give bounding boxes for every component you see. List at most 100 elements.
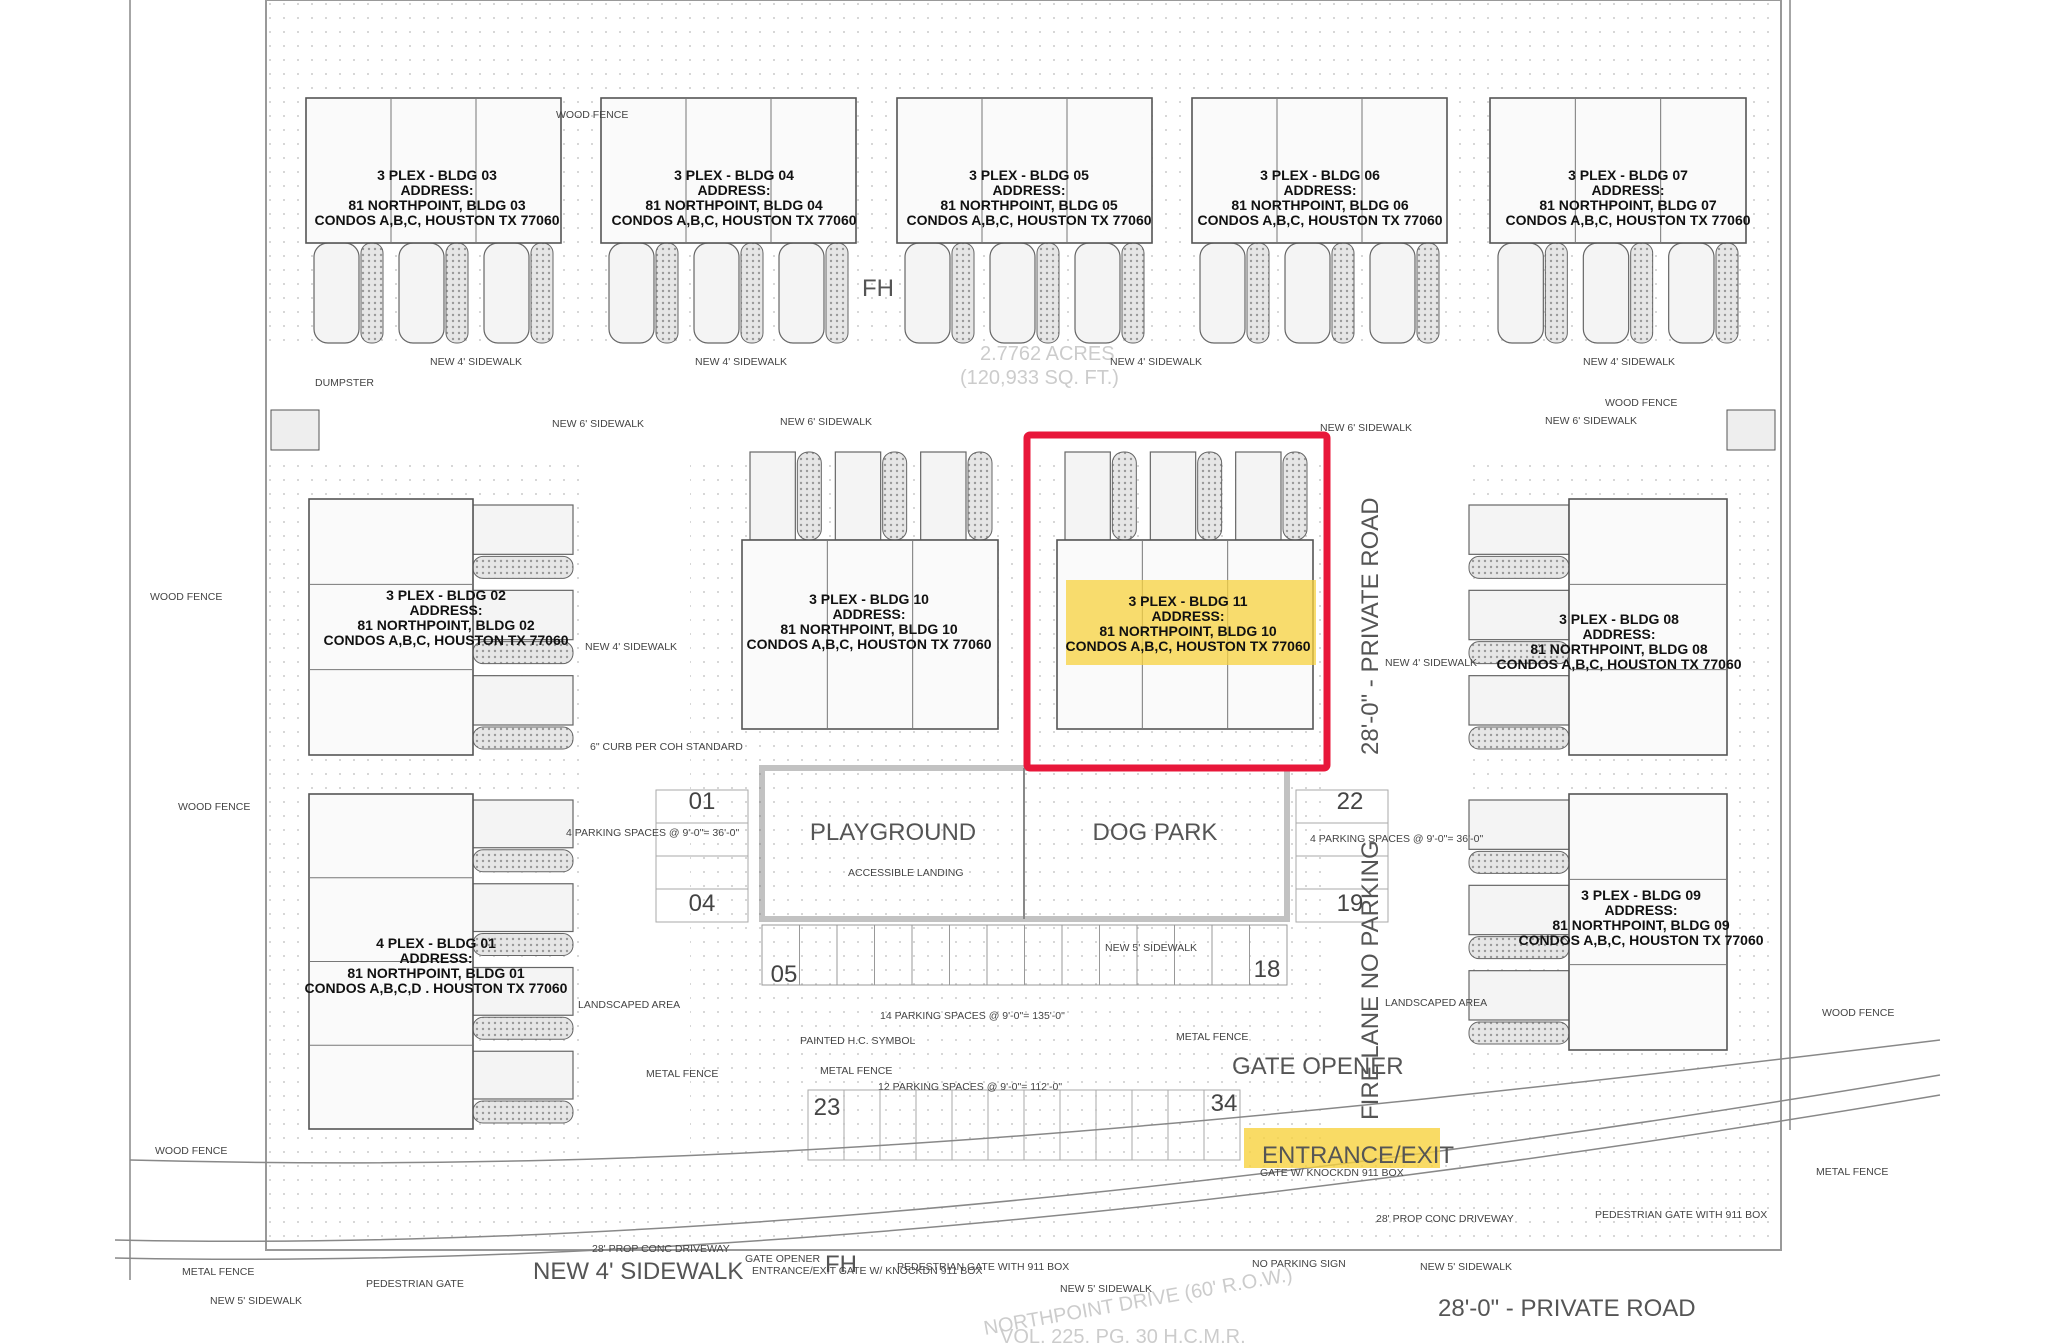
west-drive-aisle xyxy=(580,454,690,1154)
building-label-address-label: ADDRESS: xyxy=(832,606,905,622)
plan-notes: WOOD FENCE NEW 4' SIDEWALK NEW 4' SIDEWALK… xyxy=(150,109,1894,1307)
plan-note: WOOD FENCE xyxy=(1605,397,1677,409)
plan-note: NEW 4' SIDEWALK xyxy=(430,356,522,368)
plan-note: NEW 6' SIDEWALK xyxy=(780,416,872,428)
plan-note: GATE OPENER xyxy=(745,1253,820,1265)
selected-building-box[interactable] xyxy=(1023,431,1331,772)
plan-note: 28' PROP CONC DRIVEWAY xyxy=(1376,1213,1514,1225)
bldg11-highlight xyxy=(1066,580,1316,665)
road-curb xyxy=(114,1094,1941,1261)
entrance-highlight xyxy=(1244,1128,1440,1168)
plan-note: 12 PARKING SPACES @ 9'-0"= 112'-0" xyxy=(878,1081,1062,1093)
fire-lane-label: FIRE LANE NO PARKING xyxy=(1357,840,1384,1120)
parking-number: 01 xyxy=(689,788,716,815)
walkway xyxy=(1331,242,1355,344)
north-drive-aisle xyxy=(268,344,1778,454)
building-label-title: 3 PLEX - BLDG 05 xyxy=(969,167,1089,183)
driveway xyxy=(834,451,882,541)
driveway xyxy=(778,242,825,344)
plan-note: NEW 6' SIDEWALK xyxy=(1545,415,1637,427)
building-label-title: 3 PLEX - BLDG 02 xyxy=(386,587,506,603)
walkway xyxy=(530,242,554,344)
building-footprint[interactable] xyxy=(896,97,1153,244)
driveway xyxy=(1468,799,1570,850)
parking-stall xyxy=(1295,888,1389,923)
plan-note: PEDESTRIAN GATE WITH 911 BOX xyxy=(1595,1209,1767,1221)
walkway xyxy=(796,451,822,541)
plan-note: 28' PROP CONC DRIVEWAY xyxy=(592,1243,730,1255)
building-footprint[interactable] xyxy=(600,97,857,244)
building-label-address-label: ADDRESS: xyxy=(1604,902,1677,918)
building-label-address-label: ADDRESS: xyxy=(992,182,1065,198)
driveway xyxy=(472,799,574,849)
driveway xyxy=(1468,884,1570,936)
dumpster-pad xyxy=(270,409,320,451)
driveway xyxy=(1149,451,1197,541)
plan-note: PEDESTRIAN GATE xyxy=(366,1278,464,1290)
building-label-title: 3 PLEX - BLDG 07 xyxy=(1568,167,1688,183)
plan-note: LANDSCAPED AREA xyxy=(1385,997,1487,1009)
walkway xyxy=(472,726,574,750)
building-footprint[interactable] xyxy=(1568,498,1728,756)
driveway xyxy=(749,451,796,541)
building-label-line1: 81 NORTHPOINT, BLDG 08 xyxy=(1530,641,1708,657)
walkway xyxy=(1468,555,1570,579)
walkway xyxy=(1630,242,1654,344)
building-label-line1: 81 NORTHPOINT, BLDG 10 xyxy=(1099,623,1277,639)
building-footprint[interactable] xyxy=(1489,97,1747,244)
walkway xyxy=(1468,850,1570,874)
building-footprint[interactable] xyxy=(1568,793,1728,1051)
building-label-title: 3 PLEX - BLDG 11 xyxy=(1128,593,1247,609)
driveway xyxy=(472,504,574,555)
driveway xyxy=(1284,242,1331,344)
building-footprint[interactable] xyxy=(308,498,474,756)
plan-note: NEW 4' SIDEWALK xyxy=(1583,356,1675,368)
building-label-title: 3 PLEX - BLDG 06 xyxy=(1260,167,1380,183)
plan-note: NO PARKING SIGN xyxy=(1252,1258,1346,1270)
plan-note: WOOD FENCE xyxy=(155,1145,227,1157)
parking-stall xyxy=(655,888,749,923)
driveway xyxy=(920,451,967,541)
building-footprint[interactable] xyxy=(1191,97,1448,244)
plan-note: WOOD FENCE xyxy=(150,591,222,603)
fire-hydrant-bottom-label: FH xyxy=(825,1251,857,1278)
driveway xyxy=(472,966,574,1016)
parking-stall xyxy=(1203,1089,1241,1161)
driveway xyxy=(472,883,574,933)
building-label-title: 3 PLEX - BLDG 10 xyxy=(809,591,929,607)
plan-note: METAL FENCE xyxy=(646,1068,718,1080)
building-label-line2: CONDOS A,B,C, HOUSTON TX 77060 xyxy=(1197,212,1442,228)
dog-park-label: DOG PARK xyxy=(1093,819,1218,846)
building-footprint[interactable] xyxy=(305,97,562,244)
walkway xyxy=(951,242,975,344)
walkway xyxy=(1036,242,1060,344)
parking-number: 05 xyxy=(771,961,798,988)
walkway xyxy=(1121,242,1145,344)
walkway xyxy=(740,242,764,344)
walkway xyxy=(1111,451,1137,541)
walkway xyxy=(1197,451,1223,541)
driveway xyxy=(1369,242,1416,344)
building-label-line1: 81 NORTHPOINT, BLDG 02 xyxy=(357,617,535,633)
walkway xyxy=(1282,451,1308,541)
parking-number: 22 xyxy=(1337,788,1364,815)
building-label-address-label: ADDRESS: xyxy=(1151,608,1224,624)
driveway xyxy=(989,242,1036,344)
walkway xyxy=(1246,242,1270,344)
plan-note: NEW 5' SIDEWALK xyxy=(1420,1261,1512,1273)
parking-stalls xyxy=(655,789,1389,1161)
plan-note: NEW 4' SIDEWALK xyxy=(695,356,787,368)
plan-note: WOOD FENCE xyxy=(556,109,628,121)
building-label-line2: CONDOS A,B,C, HOUSTON TX 77060 xyxy=(611,212,856,228)
parking-number: 18 xyxy=(1254,956,1281,983)
building-label-line2: CONDOS A,B,C, HOUSTON TX 77060 xyxy=(1518,932,1763,948)
building-label-title: 4 PLEX - BLDG 01 xyxy=(376,935,496,951)
building-footprint[interactable] xyxy=(741,539,999,730)
building-label-title: 3 PLEX - BLDG 08 xyxy=(1559,611,1679,627)
